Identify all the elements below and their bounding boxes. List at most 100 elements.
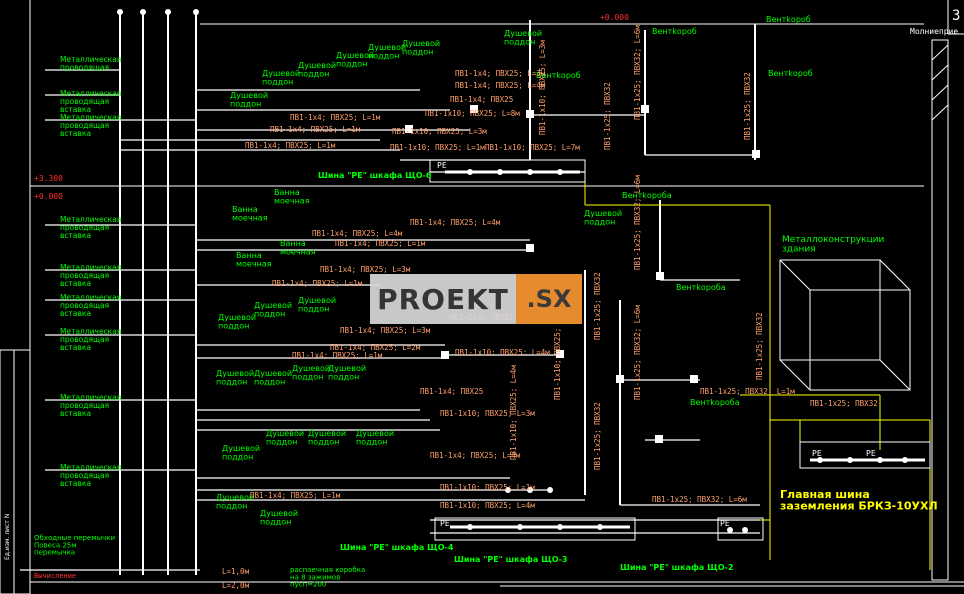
vcable-6: ПВ1-1х25; ПВХ32 <box>593 272 602 340</box>
main-grounding-lines <box>584 172 931 570</box>
cable-label-12: ПВ1-1х4; ПВХ25; L=4м <box>312 229 403 238</box>
cable-label-4: ПВ1-1х10; ПВХ25; L=8м <box>425 109 520 118</box>
cable-label-28: ПВ1-1х25; ПВХ32; L=1м <box>700 387 795 396</box>
pe-label-2: PE <box>440 519 450 528</box>
bus-label-1: Шина "PE" шкафа ЩО-6 <box>318 171 432 180</box>
branch-lines <box>20 69 760 571</box>
vcable-7: ПВ1-1х25; ПВХ32; L=6м <box>633 305 642 400</box>
cable-label-19: ПВ1-1х4; ПВХ25; L=1м <box>292 351 383 360</box>
pe-bus-3 <box>717 517 764 541</box>
cable-label-29: ПВ1-1х25; ПВХ32 <box>810 399 878 408</box>
vcable-10: ПВ1-1х10; ПВХ25; L=4м <box>553 305 562 400</box>
vcable-2: ПВ1-1х25; ПВХ32 <box>603 82 612 150</box>
vent-label-2: Вентkороб <box>652 27 697 36</box>
cable-label-18: ПВ1-1х4; ПВХ25; L=2м <box>330 343 421 352</box>
stamp-vertical: Ед.изм. лист N <box>4 514 11 560</box>
level-mark-1: +3.300 <box>34 174 63 183</box>
vent-label-top: Вентkороб <box>766 15 811 24</box>
lightning-rod <box>931 39 949 581</box>
bus-label-2: Шина "PE" шкафа ЩО-4 <box>340 543 454 552</box>
cable-label-3: ПВ1-1х4; ПВХ25 <box>450 95 513 104</box>
cable-label-15: ПВ1-1х4; ПВХ25; L=1м <box>272 279 363 288</box>
cable-label-25: ПВ1-1х4; ПВХ25; L=1м <box>250 491 341 500</box>
vcable-11: ПВ1-1х10; ПВХ25; L=4м <box>509 365 518 460</box>
len-2: L=2,0м <box>222 581 250 590</box>
cable-label-20: ПВ1-1х10; ПВХ25; L=4м <box>455 348 550 357</box>
cable-label-8: ПВ1-1х4; ПВХ25; L=1м <box>245 141 336 150</box>
cable-label-27: ПВ1-1х25; ПВХ32; L=6м <box>652 495 747 504</box>
vcable-4: ПВ1-1х10; ПВХ25; L=3м <box>538 40 547 135</box>
bottom-red-note: Вычисление <box>34 572 76 580</box>
level-mark-2: +0.000 <box>34 192 63 201</box>
junction-boxes <box>405 105 760 443</box>
cable-label-6: ПВ1-1х4; ПВХ25; L=1м <box>270 125 361 134</box>
cable-label-14: ПВ1-1х4; ПВХ25; L=3м <box>320 265 411 274</box>
vent-label-3: Вентkороб <box>768 69 813 78</box>
pe-label-4: PE <box>812 449 822 458</box>
bus-label-4: Шина "PE" шкафа ЩО-2 <box>620 563 733 572</box>
len-1: L=1,0м <box>222 567 250 576</box>
top-level-mark: +0.000 <box>600 13 629 22</box>
vent-label-6: Вентkороба <box>690 398 740 407</box>
cable-label-9: ПВ1-1х10; ПВХ25; L=1м <box>390 143 485 152</box>
pe-label-3: PE <box>720 519 730 528</box>
cable-label-7: ПВ1-1х10; ПВХ25; L=3м <box>392 127 487 136</box>
watermark-text: PROEKT <box>370 274 516 324</box>
vcable-9: ПВ1-1х25; ПВХ32 <box>755 312 764 380</box>
vent-label-5: Вентkороба <box>676 283 726 292</box>
vcable-5: ПВ1-1х25; ПВХ32; L=6м <box>633 175 642 270</box>
cable-label-13: ПВ1-1х4; ПВХ25; L=1м <box>335 239 426 248</box>
watermark-suffix: .SX <box>516 274 582 324</box>
cable-label-5: ПВ1-1х4; ПВХ25; L=1м <box>290 113 381 122</box>
cable-label-2: ПВ1-1х4; ПВХ25; L=4м <box>455 81 546 90</box>
pe-label-5: PE <box>866 449 876 458</box>
cable-label-24: ПВ1-1х10; ПВХ25; L=1м <box>440 483 535 492</box>
vent-label-1: Вентkороб <box>536 71 581 80</box>
vcable-1: ПВ1-1х25; ПВХ32; L=6м <box>633 25 642 120</box>
cable-label-23: ПВ1-1х4; ПВХ25; L=4м <box>430 451 521 460</box>
metal-structure-cube <box>779 259 911 391</box>
risers <box>119 10 756 575</box>
cable-label-17: ПВ1-1х4; ПВХ25; L=3м <box>340 326 431 335</box>
lightning-label: Молниеприе <box>910 27 958 36</box>
vcable-8: ПВ1-1х25; ПВХ32 <box>593 402 602 470</box>
vent-label-4: Вентkороба <box>622 191 672 200</box>
